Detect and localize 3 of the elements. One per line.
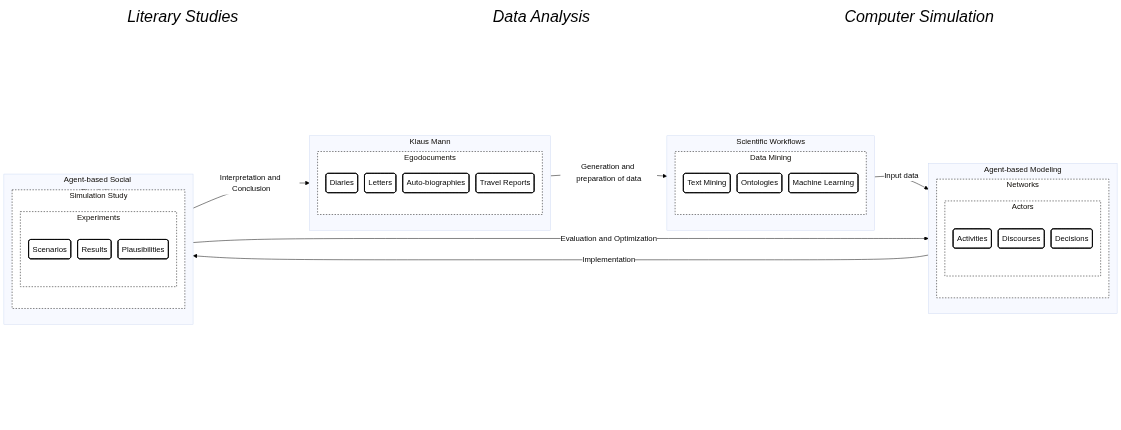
column-heading: Data Analysis <box>492 8 590 26</box>
column-heading: Literary Studies <box>127 8 239 26</box>
column-heading: Computer Simulation <box>844 8 994 26</box>
